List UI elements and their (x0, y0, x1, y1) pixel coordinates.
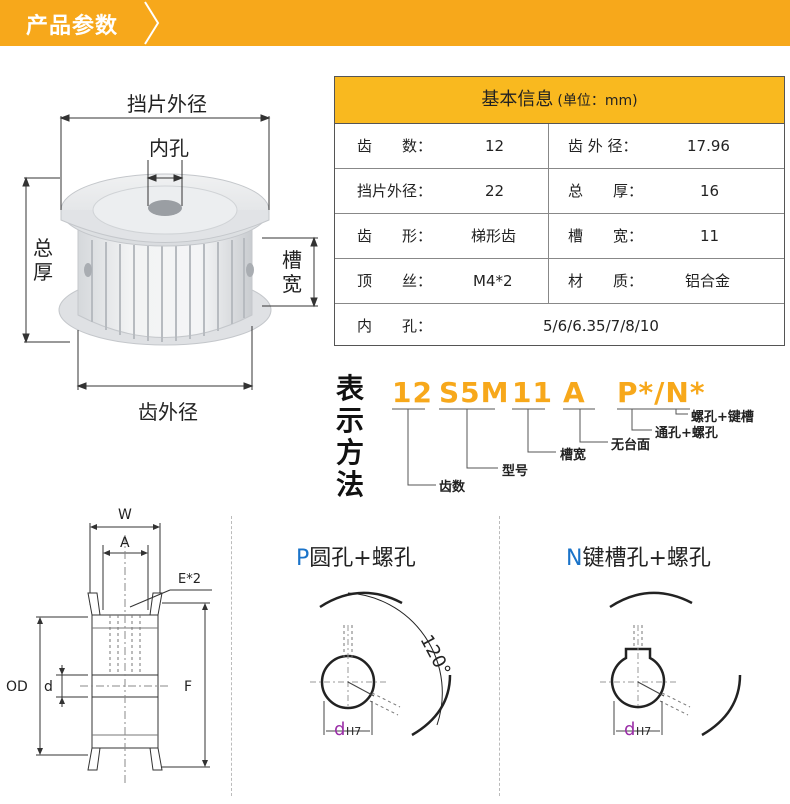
diagram-p-tol: H7 (346, 725, 361, 738)
diagram-n-tol: H7 (636, 725, 651, 738)
angle-label: 120° (416, 631, 455, 679)
diagram-n-title-text: 键槽孔+螺孔 (582, 546, 711, 571)
spec-label: 槽 宽： (568, 227, 644, 245)
notation-title-art: 表 示 方 法 (336, 372, 364, 501)
chevron-right-icon (144, 1, 160, 45)
table-row: 齿 形： 梯形齿 槽 宽： 11 (335, 214, 784, 259)
notation-label-no-hub: 无台面 (611, 438, 651, 453)
notation-leader-lines (392, 408, 690, 486)
svg-text:方: 方 (336, 436, 364, 469)
table-row: 齿 数： 12 齿 外 径： 17.96 (335, 124, 784, 169)
table-row: 内 孔： 5/6/6.35/7/8/10 (335, 304, 784, 349)
label-tooth-od: 齿外径 (138, 400, 198, 424)
dim-a: A (120, 535, 130, 551)
dim-od: OD (6, 679, 28, 695)
spec-value: M4*2 (473, 272, 513, 290)
notation-label-through-screw: 通孔+螺孔 (655, 426, 718, 441)
spec-label: 齿 数： (357, 137, 433, 155)
svg-text:示: 示 (336, 404, 364, 437)
spec-value: 16 (700, 182, 720, 200)
diagram-p-letter: P (296, 546, 310, 571)
spec-label: 顶 丝： (357, 272, 433, 290)
dim-e: E*2 (178, 572, 201, 587)
dim-f: F (184, 679, 192, 695)
spec-label: 齿 形： (357, 227, 433, 245)
diagram-p-drawing: 120° d H7 (310, 591, 455, 740)
label-flange-od: 挡片外径 (127, 92, 207, 116)
spec-value: 17.96 (687, 137, 730, 155)
code-no-hub: A (563, 376, 586, 409)
pulley-illustration (22, 114, 318, 390)
label-bore: 内孔 (149, 136, 189, 160)
diagram-p-title: P圆孔+螺孔 (296, 540, 416, 572)
code-model: S5M (439, 376, 510, 409)
spec-label: 材 质： (568, 272, 644, 290)
code-bore-type: P*/N* (617, 376, 706, 409)
diagram-n-title: N键槽孔+螺孔 (566, 540, 711, 572)
notation-label-tooth-count: 齿数 (439, 480, 466, 495)
spec-value: 5/6/6.35/7/8/10 (543, 317, 659, 335)
spec-label: 齿 外 径： (568, 137, 638, 155)
section-drawing: W A E*2 OD d F (6, 507, 212, 785)
spec-value: 11 (700, 227, 720, 245)
dim-d: d (44, 679, 53, 695)
spec-label: 内 孔： (357, 317, 433, 335)
table-row: 挡片外径： 22 总 厚： 16 (335, 169, 784, 214)
spec-table: 基本信息(单位：mm) 齿 数： 12 齿 外 径： 17.96 挡片外径： 2… (334, 76, 785, 346)
notation-label-model: 型号 (502, 464, 529, 479)
divider (231, 516, 233, 796)
diagram-n-drawing: d H7 (600, 591, 742, 740)
code-slot-width: 11 (512, 376, 553, 409)
diagram-n-letter: N (566, 546, 583, 571)
notation-label-screw-keyway: 螺孔+键槽 (691, 410, 754, 425)
section-title: 产品参数 (26, 14, 119, 39)
svg-text:表: 表 (336, 372, 364, 405)
table-row: 顶 丝： M4*2 材 质： 铝合金 (335, 259, 784, 304)
spec-table-title: 基本信息 (481, 89, 554, 110)
spec-label: 挡片外径： (357, 182, 433, 200)
spec-table-header: 基本信息(单位：mm) (335, 77, 784, 124)
dim-w: W (118, 507, 132, 523)
spec-value: 22 (485, 182, 505, 200)
spec-label: 总 厚： (568, 182, 644, 200)
notation-label-slot-width: 槽宽 (560, 448, 587, 463)
spec-value: 铝合金 (685, 272, 731, 290)
diagram-p-title-text: 圆孔+螺孔 (309, 546, 416, 571)
label-slot-width: 槽宽 (282, 248, 302, 296)
notation-diagram: 表 示 方 法 12 S5M 11 A P*/N* 齿数 型号 槽宽 无台面 通… (330, 368, 790, 508)
code-tooth-count: 12 (392, 376, 433, 409)
diagram-n-d: d (624, 719, 635, 740)
spec-value: 梯形齿 (471, 227, 517, 245)
svg-text:法: 法 (336, 468, 364, 501)
divider (499, 516, 501, 796)
section-header: 产品参数 (0, 0, 790, 46)
label-total-thickness: 总厚 (33, 236, 53, 284)
spec-table-unit: (单位：mm) (557, 93, 638, 109)
spec-value: 12 (485, 137, 505, 155)
diagram-p-d: d (334, 719, 345, 740)
